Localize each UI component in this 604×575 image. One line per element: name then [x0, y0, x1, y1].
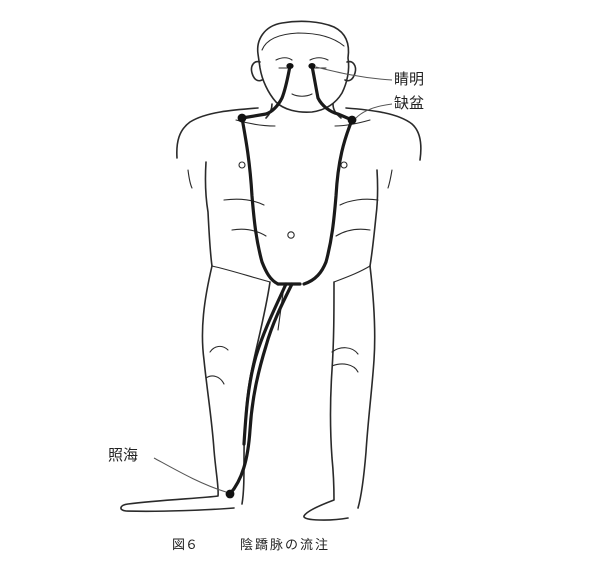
- jingming-point-left: [286, 63, 293, 69]
- figure-title: 陰蹻脉の流注: [240, 539, 330, 552]
- figure-number: 図６: [172, 539, 198, 552]
- quepen-point-left: [238, 114, 247, 123]
- quepen-point-right: [348, 116, 357, 125]
- head: [251, 21, 355, 118]
- label-zhaohai: 照海: [108, 448, 138, 463]
- torso: [177, 108, 421, 282]
- zhaohai-point: [226, 490, 235, 499]
- jingming-point-right: [308, 63, 315, 69]
- label-quepen: 缺盆: [394, 96, 424, 111]
- meridian-path: [230, 66, 352, 494]
- label-jingming: 睛明: [394, 72, 424, 87]
